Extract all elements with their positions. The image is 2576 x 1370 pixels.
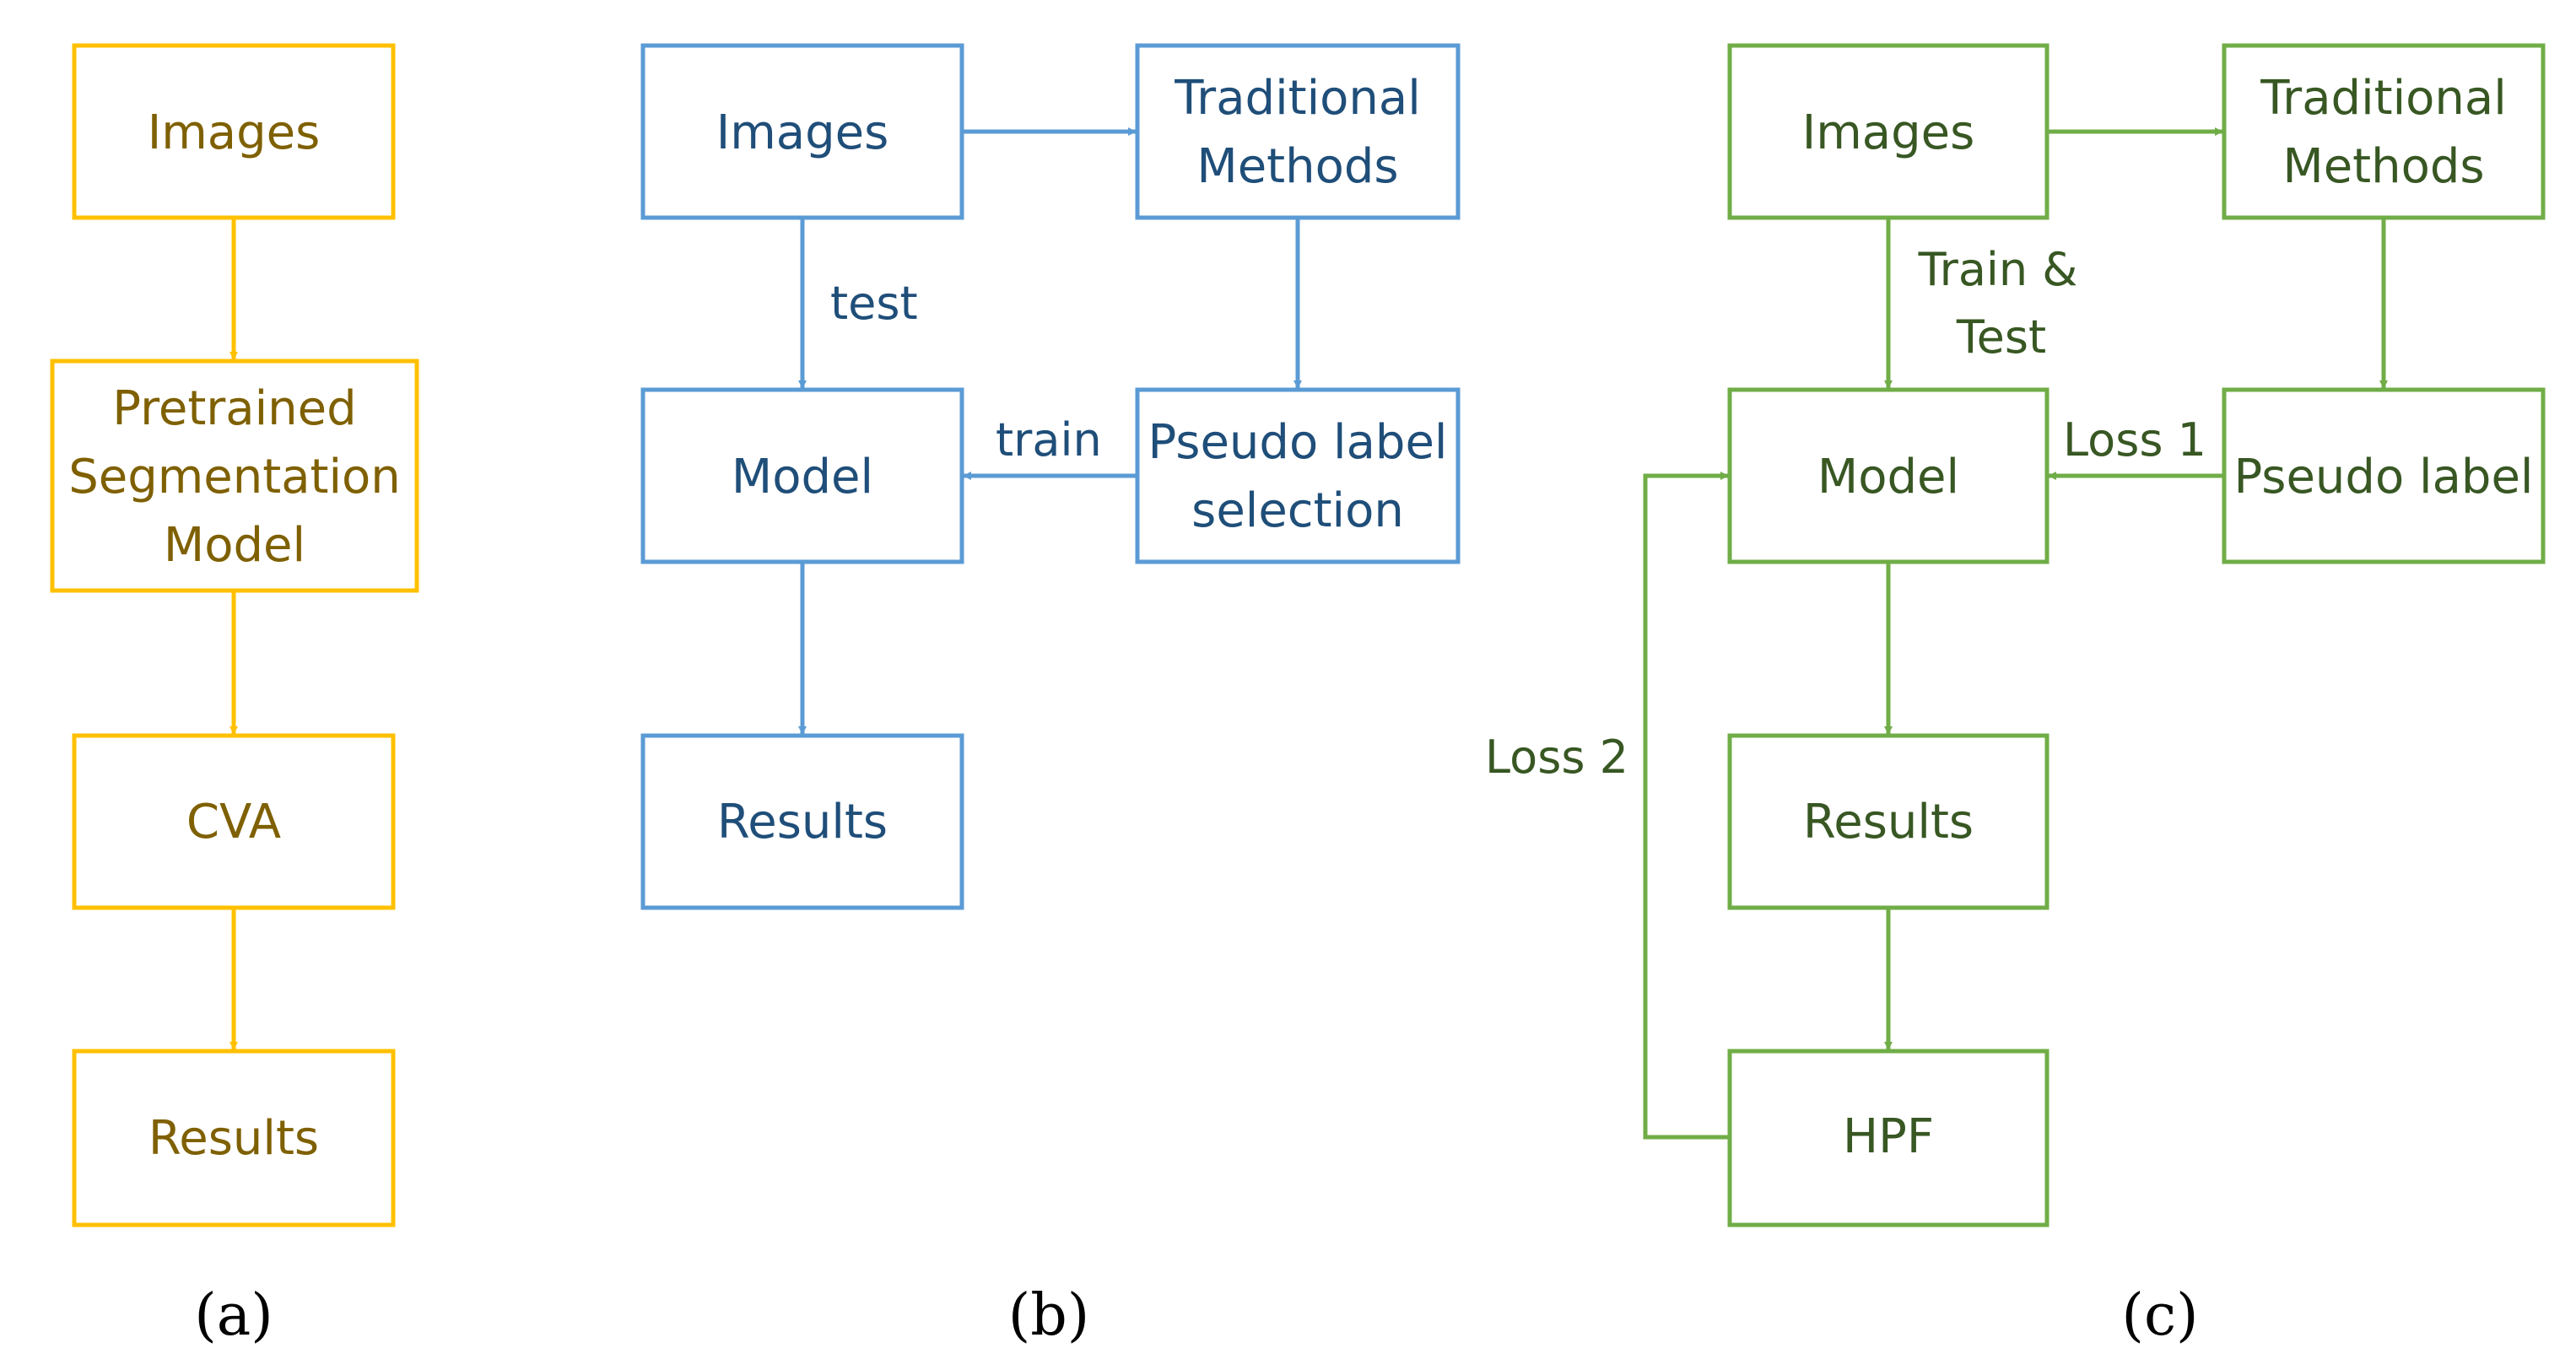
panel-b-traditional-line2: Methods <box>1196 139 1398 194</box>
panel-b-train-label: train <box>996 413 1102 467</box>
panel-a-pretrained-line2: Segmentation <box>68 450 401 504</box>
panel-c-hpf-label: HPF <box>1843 1109 1934 1164</box>
panel-b-images-label: Images <box>716 105 889 160</box>
panel-c <box>1727 43 2546 1227</box>
panel-b-results-label: Results <box>717 795 888 850</box>
panel-c-train-test-line2: Test <box>1956 310 2046 364</box>
panel-c-traditional-line1: Traditional <box>2260 71 2507 126</box>
panel-c-loss2-label: Loss 2 <box>1485 731 1628 784</box>
panel-c-loss1-label: Loss 1 <box>2063 413 2206 467</box>
panel-c-images-label: Images <box>1802 105 1975 160</box>
panel-a-cva-label: CVA <box>186 795 281 850</box>
panel-b-caption: (b) <box>1008 1282 1090 1349</box>
panel-b-traditional-line1: Traditional <box>1174 71 1421 126</box>
panel-a-images-label: Images <box>148 105 321 160</box>
panel-c-arrows <box>1643 127 2388 1140</box>
panel-a-pretrained-line3: Model <box>164 518 305 573</box>
panel-b-results-box <box>640 733 964 910</box>
panel-b-pseudo-line1: Pseudo label <box>1148 415 1448 470</box>
panel-c-train-test-line1: Train & <box>1918 243 2078 296</box>
panel-b-test-label: test <box>830 277 918 330</box>
panel-a-caption: (a) <box>194 1282 273 1349</box>
panel-a-results-box <box>72 1049 396 1227</box>
panel-c-results-label: Results <box>1803 795 1974 850</box>
panel-c-caption: (c) <box>2121 1282 2198 1349</box>
panel-c-pseudo-label: Pseudo label <box>2234 450 2534 504</box>
panel-a-results-label: Results <box>149 1111 319 1166</box>
arrow-hpf-loop-to-model <box>1643 472 1730 1140</box>
panel-a-pretrained-line1: Pretrained <box>112 381 356 436</box>
panel-b-model-label: Model <box>732 450 873 504</box>
panel-c-traditional-line2: Methods <box>2282 139 2484 194</box>
panel-c-model-label: Model <box>1817 450 1959 504</box>
panel-b-arrows <box>798 127 1302 735</box>
panel-b-pseudo-line2: selection <box>1191 483 1404 538</box>
